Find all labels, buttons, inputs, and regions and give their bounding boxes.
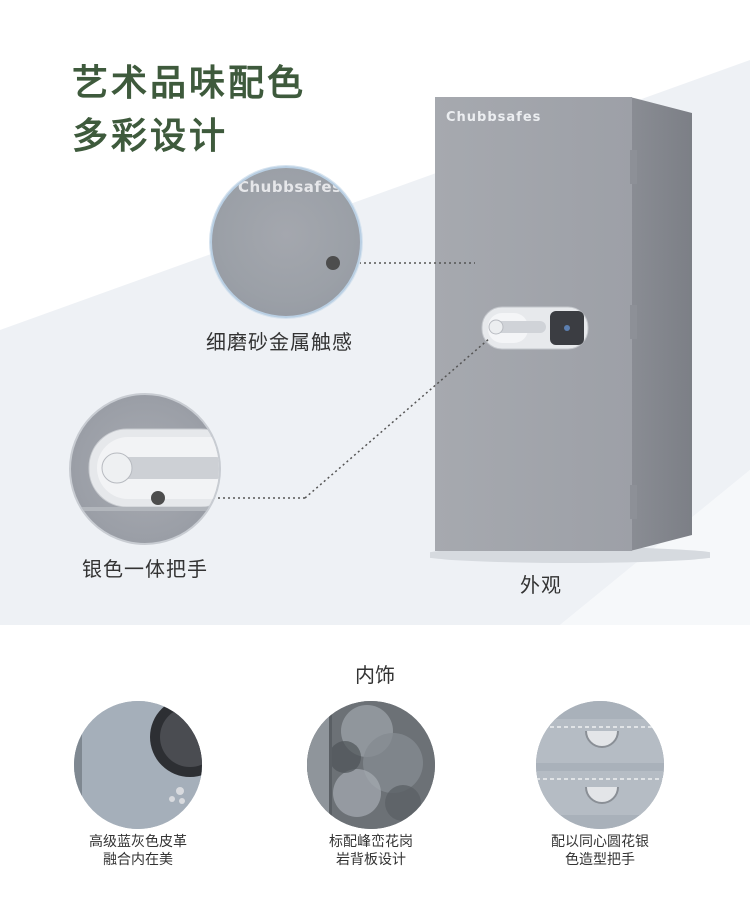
texture-callout-dot <box>326 256 340 270</box>
feature-2-line-2: 岩背板设计 <box>336 852 406 868</box>
handle-closeup <box>71 428 219 511</box>
feature-1-line-1: 高级蓝灰色皮革 <box>89 834 187 850</box>
feature-3-line-2: 色造型把手 <box>565 852 635 868</box>
feature-3-line-1: 配以同心圆花银 <box>551 834 649 850</box>
feature-1-line-2: 融合内在美 <box>103 852 173 868</box>
feature-2-line-1: 标配峰峦花岗 <box>329 834 413 850</box>
feature-leather-caption: 高级蓝灰色皮革 融合内在美 <box>38 833 238 869</box>
callout-connectors <box>158 262 491 499</box>
handle-label: 银色一体把手 <box>82 557 208 581</box>
feature-granite-image <box>307 701 435 829</box>
texture-label: 细磨砂金属触感 <box>206 330 353 354</box>
feature-leather-image <box>74 701 202 829</box>
texture-brand-text: Chubbsafes <box>238 178 342 196</box>
safe-image <box>430 97 710 563</box>
feature-handle-caption: 配以同心圆花银 色造型把手 <box>500 833 700 869</box>
feature-granite-caption: 标配峰峦花岗 岩背板设计 <box>271 833 471 869</box>
texture-callout-circle: Chubbsafes <box>210 166 362 318</box>
safe-brand: Chubbsafes <box>446 110 542 125</box>
interior-title: 内饰 <box>355 663 395 687</box>
product-caption: 外观 <box>520 573 562 597</box>
headline-line-2: 多彩设计 <box>72 116 229 157</box>
handle-callout-dot <box>151 491 165 505</box>
feature-handle-image <box>536 701 664 829</box>
headline-line-1: 艺术品味配色 <box>72 63 307 104</box>
appearance-section: 艺术品味配色 多彩设计 Chubbsafes <box>0 60 750 625</box>
handle-callout-circle <box>69 393 221 545</box>
